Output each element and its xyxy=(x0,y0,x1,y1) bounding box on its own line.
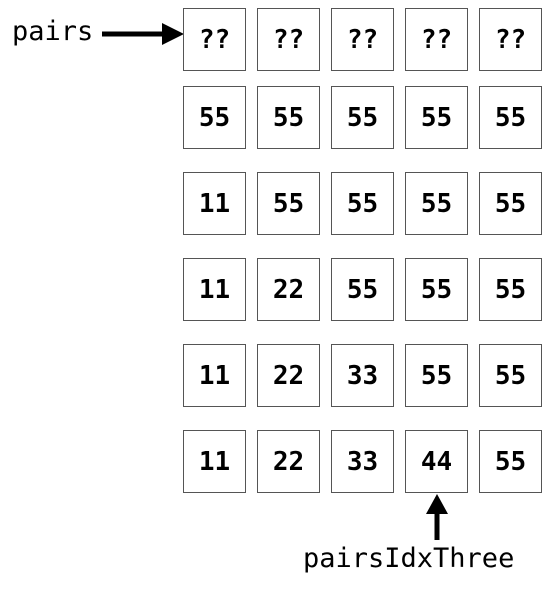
array-cell: 55 xyxy=(405,258,468,321)
array-cell: 33 xyxy=(331,430,394,493)
array-cell: 11 xyxy=(183,344,246,407)
array-cell: 33 xyxy=(331,344,394,407)
array-cell: 55 xyxy=(257,86,320,149)
array-state-row: ?????????? xyxy=(183,8,542,71)
array-name-label: pairs xyxy=(12,16,94,47)
array-cell: ?? xyxy=(183,8,246,71)
array-cell: 22 xyxy=(257,430,320,493)
array-cell: 55 xyxy=(183,86,246,149)
array-cell: 55 xyxy=(405,344,468,407)
index-name-label: pairsIdxThree xyxy=(303,543,515,574)
array-cell: 55 xyxy=(405,86,468,149)
array-cell: 11 xyxy=(183,258,246,321)
array-cell: ?? xyxy=(331,8,394,71)
array-cell: 55 xyxy=(331,86,394,149)
array-cell: 55 xyxy=(257,172,320,235)
array-cell: ?? xyxy=(405,8,468,71)
array-cell: 55 xyxy=(479,430,542,493)
array-cell: 55 xyxy=(331,172,394,235)
array-cell: 55 xyxy=(479,258,542,321)
array-cell: ?? xyxy=(479,8,542,71)
array-cell: 55 xyxy=(479,172,542,235)
array-cell: 22 xyxy=(257,344,320,407)
array-cell: 55 xyxy=(405,172,468,235)
array-cell: 11 xyxy=(183,430,246,493)
array-cell: 11 xyxy=(183,172,246,235)
array-cell: 22 xyxy=(257,258,320,321)
array-cell: 44 xyxy=(405,430,468,493)
right-arrow-icon xyxy=(102,23,184,45)
array-cell: 55 xyxy=(331,258,394,321)
array-cell: ?? xyxy=(257,8,320,71)
up-arrow-icon xyxy=(426,494,448,540)
array-cell: 55 xyxy=(479,86,542,149)
array-cell: 55 xyxy=(479,344,542,407)
